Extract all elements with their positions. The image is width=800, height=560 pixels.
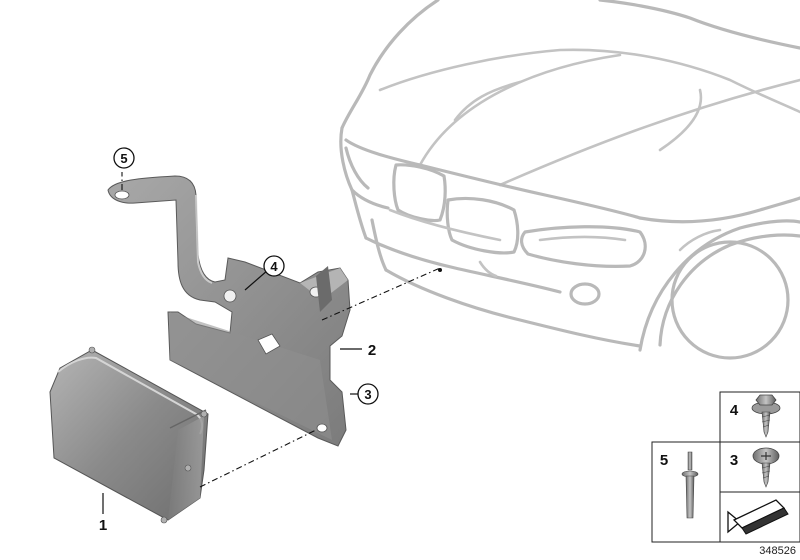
rivet-icon	[681, 451, 699, 519]
screw-torx-icon	[752, 447, 780, 488]
callout-3: 3	[357, 383, 379, 405]
screw-hex-icon	[751, 394, 781, 438]
catalog-number: 348526	[759, 545, 796, 557]
parts-legend: 4 3 5	[651, 391, 800, 543]
bracket-icon	[107, 175, 351, 447]
assembly-lines	[121, 172, 442, 488]
callout-4: 4	[263, 255, 285, 277]
arrow-icon	[727, 499, 789, 535]
callout-5: 5	[113, 147, 135, 169]
callout-2-label: 2	[368, 342, 376, 359]
callout-3-label: 3	[364, 387, 371, 402]
radar-sensor-icon	[49, 346, 209, 524]
callout-1-label: 1	[99, 517, 107, 534]
legend-label-4: 4	[730, 402, 739, 419]
legend-label-5: 5	[660, 452, 668, 469]
callout-5-label: 5	[120, 151, 127, 166]
vehicle-front-outline	[339, 0, 800, 360]
legend-label-3: 3	[730, 452, 738, 469]
callout-4-label: 4	[270, 259, 278, 274]
